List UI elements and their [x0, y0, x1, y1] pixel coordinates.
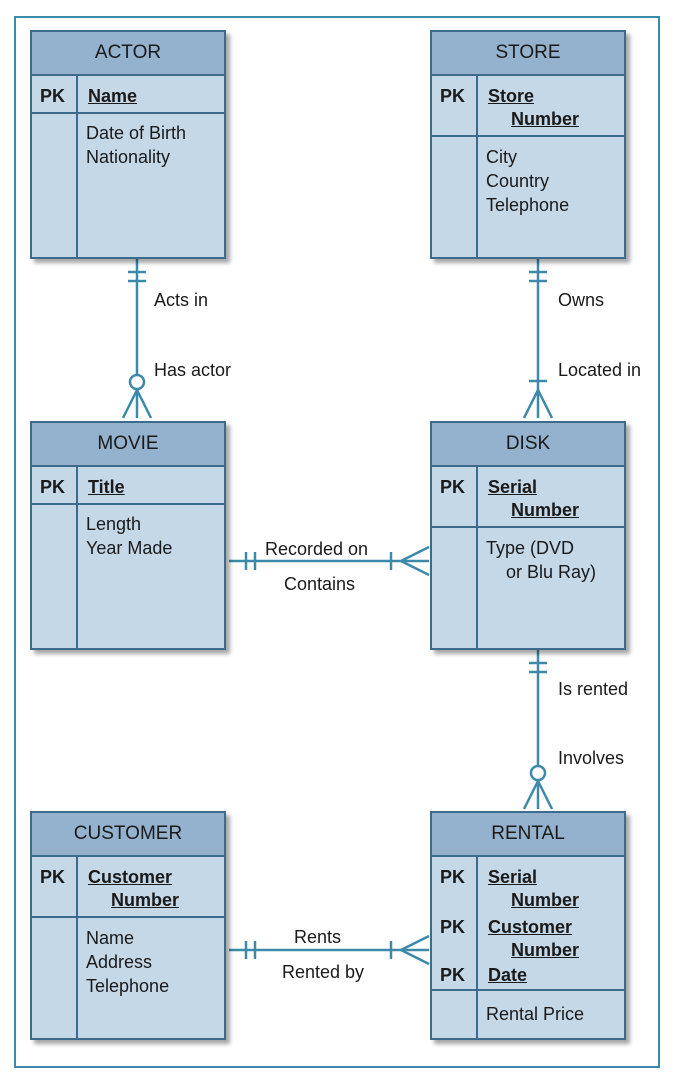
rel-label-has-actor: Has actor — [154, 360, 232, 380]
entity-disk: DISK PK Serial Number Type (DVD or Blu R… — [430, 421, 626, 650]
attribute-list: Type (DVD or Blu Ray) — [486, 536, 620, 584]
connector-customer-rental — [229, 934, 430, 966]
primary-key-line: Number — [511, 890, 580, 910]
primary-key-line: Serial — [488, 477, 538, 497]
primary-key-line: Customer — [488, 917, 573, 937]
primary-key-line: Number — [511, 109, 580, 129]
entity-movie: MOVIE PK Title Length Year Made — [30, 421, 226, 650]
primary-key: Title — [88, 477, 125, 497]
primary-key: Date — [488, 965, 528, 985]
primary-key: Customer Number — [88, 866, 220, 912]
attribute: Country — [486, 171, 550, 191]
attribute: Length — [86, 514, 142, 534]
connector-store-disk — [522, 258, 554, 419]
rel-label-acts-in: Acts in — [154, 290, 209, 310]
entity-rental: RENTAL PK Serial Number PK Customer Numb… — [430, 811, 626, 1040]
attribute-list: Date of Birth Nationality — [86, 121, 220, 169]
diagram-frame — [14, 16, 660, 1068]
entity-title: DISK — [432, 423, 624, 467]
attribute: Name — [86, 928, 135, 948]
entity-title: CUSTOMER — [32, 813, 224, 857]
entity-title: STORE — [432, 32, 624, 76]
rel-label-is-rented: Is rented — [558, 679, 629, 699]
attribute: Address — [86, 952, 153, 972]
primary-key: Serial Number — [488, 866, 620, 912]
primary-key-line: Number — [511, 940, 580, 960]
rel-label-involves: Involves — [558, 748, 625, 768]
connector-actor-movie — [121, 258, 153, 419]
pk-label: PK — [440, 867, 466, 887]
primary-key: Serial Number — [488, 476, 620, 522]
rel-label-rented-by: Rented by — [282, 962, 365, 982]
primary-key-line: Number — [511, 500, 580, 520]
primary-key-line: Number — [111, 890, 180, 910]
rel-label-recorded-on: Recorded on — [265, 539, 369, 559]
pk-label: PK — [40, 86, 66, 106]
attribute-list: Length Year Made — [86, 512, 220, 560]
attribute-list: Name Address Telephone — [86, 926, 220, 998]
entity-actor: ACTOR PK Name Date of Birth Nationality — [30, 30, 226, 259]
rel-label-rents: Rents — [294, 927, 342, 947]
primary-key-line: Customer — [88, 867, 173, 887]
attribute: Nationality — [86, 147, 171, 167]
pk-label: PK — [440, 917, 466, 937]
connector-disk-rental — [522, 649, 554, 810]
pk-label: PK — [440, 86, 466, 106]
attribute: Rental Price — [486, 1004, 585, 1024]
pk-label: PK — [40, 477, 66, 497]
primary-key: Store Number — [488, 85, 620, 131]
rel-label-contains: Contains — [284, 574, 356, 594]
pk-label: PK — [40, 867, 66, 887]
entity-store: STORE PK Store Number City Country Telep… — [430, 30, 626, 259]
pk-label: PK — [440, 477, 466, 497]
entity-title: MOVIE — [32, 423, 224, 467]
entity-customer: CUSTOMER PK Customer Number Name Address… — [30, 811, 226, 1040]
attribute: Type (DVD — [486, 538, 575, 558]
attribute: or Blu Ray) — [506, 562, 597, 582]
attribute-list: City Country Telephone — [486, 145, 620, 217]
attribute: City — [486, 147, 517, 167]
primary-key-line: Store — [488, 86, 535, 106]
attribute-list: Rental Price — [486, 1002, 620, 1026]
attribute: Year Made — [86, 538, 173, 558]
entity-title: ACTOR — [32, 32, 224, 76]
attribute: Telephone — [486, 195, 570, 215]
rel-label-owns: Owns — [558, 290, 605, 310]
rel-label-located-in: Located in — [558, 360, 642, 380]
attribute: Telephone — [86, 976, 170, 996]
connector-movie-disk — [229, 545, 430, 577]
primary-key: Customer Number — [488, 916, 620, 962]
primary-key-line: Serial — [488, 867, 538, 887]
primary-key: Name — [88, 86, 138, 106]
attribute: Date of Birth — [86, 123, 187, 143]
entity-title: RENTAL — [432, 813, 624, 857]
pk-label: PK — [440, 965, 466, 985]
